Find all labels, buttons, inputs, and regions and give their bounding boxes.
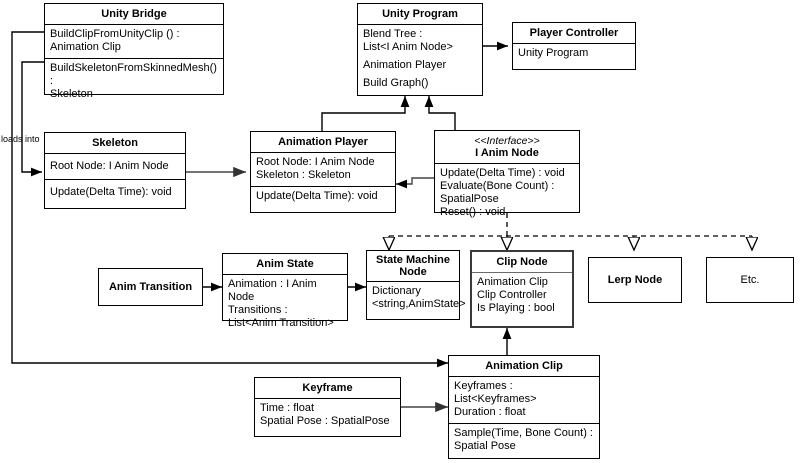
link-unity-bridge-to-skeleton [21, 61, 44, 177]
divider [251, 152, 395, 153]
class-members-keyframe-1: Time : float Spatial Pose : SpatialPose [260, 402, 390, 427]
class-title-player-controller: Player Controller [529, 27, 619, 39]
divider [367, 281, 459, 282]
class-members-i-anim-node-1: Update(Delta Time) : void Evaluate(Bone … [440, 167, 565, 218]
class-box-animation-player[interactable]: Animation Player Root Node: I Anim Node … [250, 131, 396, 213]
link-i-anim-node-to-animation-player [396, 177, 434, 189]
divider [435, 163, 579, 164]
class-title-state-machine-node: State Machine Node [376, 254, 450, 278]
link-unity-bridge-to-animation-clip [11, 31, 448, 368]
class-members-anim-state-1: Animation : I Anim Node Transitions : Li… [228, 278, 334, 329]
edge-label-loads-into: loads into [1, 134, 40, 144]
class-box-skeleton[interactable]: Skeleton Root Node: I Anim Node Update(D… [44, 132, 186, 209]
class-box-etc-node[interactable]: Etc. [706, 257, 794, 303]
class-title-skeleton: Skeleton [92, 137, 138, 149]
class-members-unity-bridge-1: BuildClipFromUnityClip () : Animation Cl… [50, 28, 180, 53]
divider [45, 153, 185, 154]
class-members-skeleton-2: Update(Delta Time): void [50, 186, 172, 198]
divider [449, 376, 599, 377]
link-animation-player-to-unity-program [321, 96, 410, 131]
link-i-anim-node-to-unity-program [424, 96, 456, 130]
class-members-unity-program-1: Blend Tree : List<I Anim Node> [363, 28, 453, 53]
class-members-unity-program-2: Animation Player [363, 59, 447, 71]
class-box-unity-bridge[interactable]: Unity Bridge BuildClipFromUnityClip () :… [44, 3, 224, 100]
class-box-keyframe[interactable]: Keyframe Time : float Spatial Pose : Spa… [254, 377, 401, 437]
class-title-keyframe: Keyframe [302, 382, 353, 394]
divider [513, 43, 635, 44]
class-title-i-anim-node: <<Interface>> I Anim Node [435, 131, 579, 163]
class-box-i-anim-node[interactable]: <<Interface>> I Anim Node Update(Delta T… [434, 130, 580, 218]
class-title-anim-transition: Anim Transition [108, 281, 193, 293]
class-members-unity-bridge-2: BuildSkeletonFromSkinnedMesh() : Skeleto… [50, 62, 217, 100]
class-members-animation-clip-1: Keyframes : List<Keyframes> Duration : f… [454, 380, 537, 418]
divider [255, 398, 400, 399]
class-box-clip-node[interactable]: Clip Node Animation Clip Clip Controller… [470, 250, 574, 328]
class-box-lerp-node[interactable]: Lerp Node [588, 257, 682, 303]
class-title-animation-clip: Animation Clip [485, 360, 563, 372]
class-title-animation-player: Animation Player [278, 136, 368, 148]
divider [449, 423, 599, 424]
class-members-clip-node-1: Animation Clip Clip Controller Is Playin… [477, 276, 555, 314]
class-box-state-machine-node[interactable]: State Machine Node Dictionary <string,An… [366, 250, 466, 320]
divider [472, 272, 572, 273]
class-box-anim-transition[interactable]: Anim Transition [98, 268, 203, 306]
divider [251, 186, 395, 187]
realization-bus-i-anim-node [389, 213, 752, 250]
class-title-clip-node: Clip Node [496, 256, 548, 268]
class-title-unity-bridge: Unity Bridge [101, 8, 167, 20]
class-box-unity-program[interactable]: Unity Program Blend Tree : List<I Anim N… [357, 3, 483, 96]
divider [358, 24, 482, 25]
class-members-skeleton-1: Root Node: I Anim Node [50, 160, 169, 172]
class-members-animation-player-2: Update(Delta Time): void [256, 190, 378, 202]
class-members-state-machine-node-1: Dictionary <string,AnimState> [372, 285, 466, 310]
class-title-anim-state: Anim State [256, 258, 314, 270]
class-members-player-controller-1: Unity Program [518, 47, 589, 59]
divider [45, 179, 185, 180]
class-box-animation-clip[interactable]: Animation Clip Keyframes : List<Keyframe… [448, 355, 600, 459]
divider [45, 58, 223, 59]
class-title-unity-program: Unity Program [382, 8, 458, 20]
class-members-unity-program-3: Build Graph() [363, 77, 429, 89]
class-members-animation-clip-2: Sample(Time, Bone Count) : Spatial Pose [454, 427, 593, 452]
interface-name: I Anim Node [475, 147, 539, 159]
divider [223, 274, 347, 275]
class-title-etc-node: Etc. [740, 274, 760, 286]
class-box-player-controller[interactable]: Player Controller Unity Program [512, 22, 636, 70]
stereotype-interface: <<Interface>> [474, 135, 540, 147]
divider [45, 24, 223, 25]
class-title-lerp-node: Lerp Node [607, 274, 663, 286]
class-box-anim-state[interactable]: Anim State Animation : I Anim Node Trans… [222, 253, 348, 329]
class-members-animation-player-1: Root Node: I Anim Node Skeleton : Skelet… [256, 156, 375, 181]
